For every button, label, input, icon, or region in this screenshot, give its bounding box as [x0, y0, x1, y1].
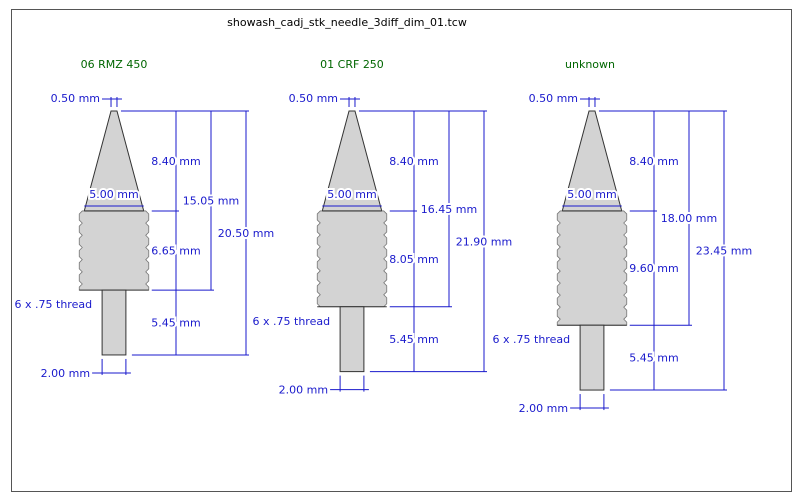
dim-label-total: 23.45 mm — [696, 245, 752, 258]
needle-3: 8.40 mm 9.60 mm 5.45 mm 18.00 mm 23.45 mm 0.5… — [491, 90, 755, 417]
needle-2: 8.40 mm 8.05 mm 5.45 mm 16.45 mm 21.90 mm 0.5… — [251, 90, 515, 399]
dim-label-total: 20.50 mm — [218, 227, 274, 240]
dim-label-thread: 8.05 mm — [389, 253, 438, 266]
dim-label-total: 21.90 mm — [456, 235, 512, 248]
dim-label-cone: 8.40 mm — [629, 155, 678, 168]
thread-section — [316, 210, 388, 308]
thread-spec-label: 6 x .75 thread — [493, 333, 571, 346]
dim-label-shank-dia: 2.00 mm — [41, 367, 90, 380]
thread-spec-label: 6 x .75 thread — [253, 315, 331, 328]
dim-label-shank-length: 5.45 mm — [151, 317, 200, 330]
thread-section — [78, 210, 150, 291]
thread-spec-label: 6 x .75 thread — [15, 298, 93, 311]
dim-label-base: 5.00 mm — [567, 188, 616, 201]
dim-label-shank-length: 5.45 mm — [629, 352, 678, 365]
needle-1: 8.40 mm 6.65 mm 5.45 mm 15.05 mm 20.50 mm 0.5… — [13, 90, 277, 382]
dim-label-tip: 0.50 mm — [51, 92, 100, 105]
dim-label-shank-length: 5.45 mm — [389, 333, 438, 346]
dim-label-shank-dia: 2.00 mm — [279, 384, 328, 397]
shank — [579, 324, 605, 391]
dim-label-base: 5.00 mm — [89, 188, 138, 201]
dim-label-cone: 8.40 mm — [151, 155, 200, 168]
needle-header-2: 01 CRF 250 — [320, 58, 384, 71]
dim-label-tip-to-thread: 15.05 mm — [183, 195, 239, 208]
dim-label-thread: 6.65 mm — [151, 245, 200, 258]
drawing-title: showash_cadj_stk_needle_3diff_dim_01.tcw — [227, 16, 467, 29]
dim-label-shank-dia: 2.00 mm — [519, 402, 568, 415]
dim-label-tip-to-thread: 18.00 mm — [661, 212, 717, 225]
needle-header-1: 06 RMZ 450 — [80, 58, 148, 71]
dim-label-tip: 0.50 mm — [289, 92, 338, 105]
dim-label-tip-to-thread: 16.45 mm — [421, 203, 477, 216]
thread-section — [556, 210, 628, 326]
dim-label-tip: 0.50 mm — [529, 92, 578, 105]
dim-label-cone: 8.40 mm — [389, 155, 438, 168]
dim-label-thread: 9.60 mm — [629, 262, 678, 275]
shank — [339, 306, 365, 373]
shank — [101, 289, 127, 356]
dim-label-base: 5.00 mm — [327, 188, 376, 201]
drawing-frame — [11, 9, 792, 492]
needle-header-3: unknown — [565, 58, 615, 71]
